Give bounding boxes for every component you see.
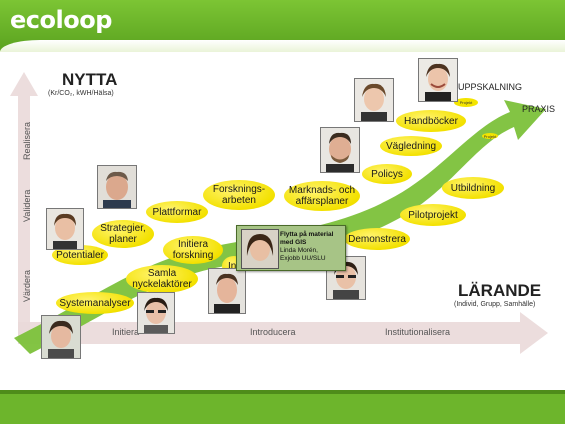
bubble-potentialer: Potentialer: [52, 245, 108, 265]
portrait-photo: [46, 208, 84, 250]
bubble-utbildning: Utbildning: [442, 177, 504, 199]
footer-bar: [0, 394, 565, 424]
varera-label: Värdera: [22, 269, 32, 302]
portrait-photo: [418, 58, 458, 102]
portrait-photo: [97, 165, 137, 209]
bubble-initiera-forskning: Initiera forskning: [163, 236, 223, 264]
header-stripe: [0, 40, 565, 52]
bubble-policys: Policys: [362, 164, 412, 184]
small-projekt-tag: Projekt: [482, 133, 498, 139]
portrait-photo: [41, 315, 81, 359]
portrait-photo: [354, 78, 394, 122]
bubble-demonstrera: Demonstrera: [344, 228, 410, 250]
nytta-subtitle: (Kr/CO₂, kWH/Hälsa): [48, 90, 114, 97]
uppskalning-label: UPPSKALNING: [458, 82, 523, 92]
bubble-handbocker: Handböcker: [396, 110, 466, 132]
portrait-photo: [241, 229, 279, 269]
praxis-label: PRAXIS: [522, 104, 556, 114]
portrait-photo: [320, 127, 360, 173]
popup-name: Linda Morén, Exjobb UU/SLU: [280, 247, 326, 263]
bubble-vagledning: Vägledning: [380, 136, 442, 156]
portrait-photo: [208, 268, 246, 314]
portrait-photo: [137, 292, 175, 334]
realisera-label: Realisera: [22, 121, 32, 160]
bubble-forskningsarbeten: Forsknings-arbeten: [203, 180, 275, 210]
initiera-axis-label: Initiera: [112, 327, 140, 337]
validera-label: Validera: [22, 189, 32, 222]
bubble-pilotprojekt: Pilotprojekt: [400, 204, 466, 226]
introducera-axis-label: Introducera: [250, 327, 296, 337]
nytta-title: NYTTA: [62, 70, 118, 89]
popup-person-name: Linda Morén,: [280, 247, 318, 254]
bubble-strategier-planer: Strategier, planer: [92, 220, 154, 248]
bubble-plattformar: Plattformar: [146, 201, 208, 223]
ecoloop-logo: ecoloop: [10, 6, 112, 34]
popup-title: Flytta på material med GIS: [280, 231, 334, 246]
vertical-axis-arrow: [10, 72, 38, 340]
project-info-popup[interactable]: Flytta på material med GIS Linda Morén, …: [236, 225, 346, 271]
larande-title: LÄRANDE: [458, 281, 542, 300]
bubble-systemanalyser: Systemanalyser: [56, 292, 134, 314]
bubble-marknads-affarsplaner: Marknads- och affärsplaner: [284, 181, 360, 211]
popup-organization: Exjobb UU/SLU: [280, 255, 326, 262]
header-bar: ecoloop: [0, 0, 565, 52]
footer-divider: [0, 390, 565, 394]
bubble-samla-nyckelaktorer: Samla nyckelaktörer: [126, 265, 198, 293]
projekt-tag: Projekt: [454, 98, 478, 107]
larande-subtitle: (Individ, Grupp, Samhälle): [454, 301, 536, 308]
institutionalisera-axis-label: Institutionalisera: [385, 327, 451, 337]
